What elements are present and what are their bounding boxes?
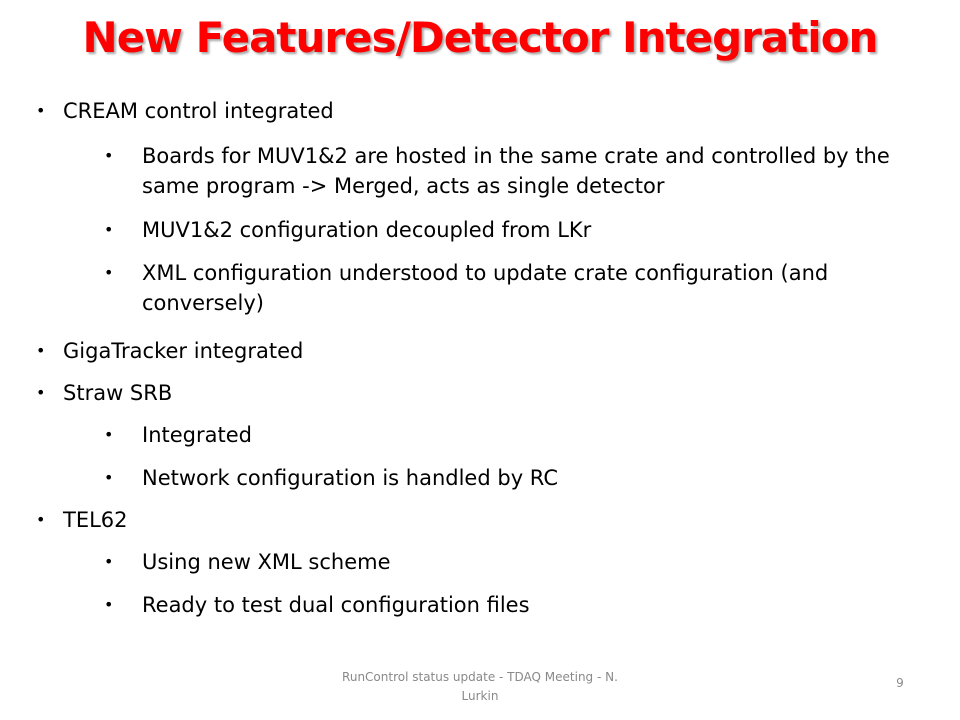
bullet-icon: •	[104, 146, 114, 165]
bullet-icon: •	[104, 468, 114, 487]
bullet-icon: •	[36, 510, 46, 529]
page-number: 9	[896, 676, 904, 690]
bullet-icon: •	[104, 220, 114, 239]
bullet-icon: •	[104, 263, 114, 282]
bullet-item: • Straw SRB	[36, 378, 923, 408]
bullet-item: • XML configuration understood to update…	[104, 258, 932, 318]
bullet-text: CREAM control integrated	[63, 99, 334, 123]
bullet-icon: •	[36, 341, 46, 360]
bullet-text: MUV1&2 configuration decoupled from LKr	[142, 218, 592, 242]
bullet-text: GigaTracker integrated	[63, 339, 304, 363]
bullet-item: • Ready to test dual configuration files	[104, 590, 932, 620]
bullet-icon: •	[36, 101, 46, 120]
bullet-text: XML configuration understood to update c…	[142, 261, 829, 315]
bullet-text: TEL62	[63, 508, 128, 532]
bullet-icon: •	[36, 383, 46, 402]
bullet-item: • MUV1&2 configuration decoupled from LK…	[104, 215, 932, 245]
bullet-text: Straw SRB	[63, 381, 173, 405]
bullet-text: Network configuration is handled by RC	[142, 466, 559, 490]
bullet-text: Integrated	[142, 423, 252, 447]
bullet-item: • Network configuration is handled by RC	[104, 463, 932, 493]
bullet-item: • CREAM control integrated	[36, 96, 923, 126]
bullet-text: Ready to test dual configuration files	[142, 593, 530, 617]
bullet-icon: •	[104, 595, 114, 614]
bullet-item: • TEL62	[36, 505, 923, 535]
bullet-text: Boards for MUV1&2 are hosted in the same…	[142, 144, 890, 198]
bullet-item: • Using new XML scheme	[104, 547, 932, 577]
bullet-icon: •	[104, 425, 114, 444]
footer-text: RunControl status update - TDAQ Meeting …	[342, 670, 618, 703]
bullet-item: • GigaTracker integrated	[36, 336, 923, 366]
slide-title: New Features/Detector Integration	[82, 13, 879, 62]
bullet-text: Using new XML scheme	[142, 550, 391, 574]
bullet-item: • Integrated	[104, 420, 932, 450]
bullet-icon: •	[104, 552, 114, 571]
bullet-item: • Boards for MUV1&2 are hosted in the sa…	[104, 141, 932, 201]
